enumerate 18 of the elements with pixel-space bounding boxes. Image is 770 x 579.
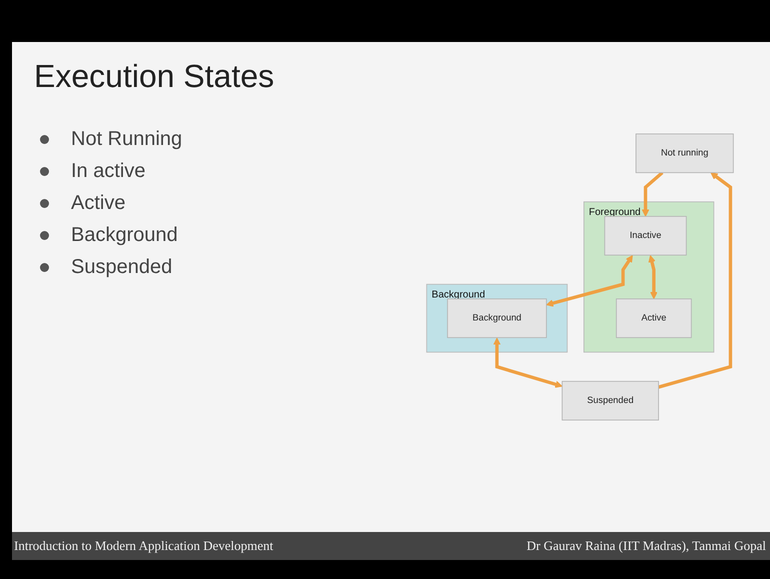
slide-title: Execution States [34, 58, 274, 95]
bullet-text: Active [71, 192, 126, 215]
node-box: Active [616, 298, 692, 338]
node-box: Inactive [604, 216, 687, 256]
node-box: Suspended [562, 380, 659, 420]
arrow [648, 255, 658, 300]
node-box: Background [447, 298, 547, 338]
bullet-text: Suspended [71, 256, 172, 279]
footer-text: Dr Gaurav Raina (IIT Madras), Tanmai Gopal [526, 538, 766, 554]
bullet-text: Background [71, 224, 178, 247]
arrow [546, 255, 633, 307]
bullet-text: Not Running [71, 128, 182, 151]
arrow [642, 171, 664, 217]
arrow [658, 172, 732, 389]
footer-text: Introduction to Modern Application Development [14, 538, 274, 554]
bullet-text: In active [71, 160, 146, 183]
arrow [493, 338, 563, 388]
node-box: Not running [636, 134, 734, 174]
